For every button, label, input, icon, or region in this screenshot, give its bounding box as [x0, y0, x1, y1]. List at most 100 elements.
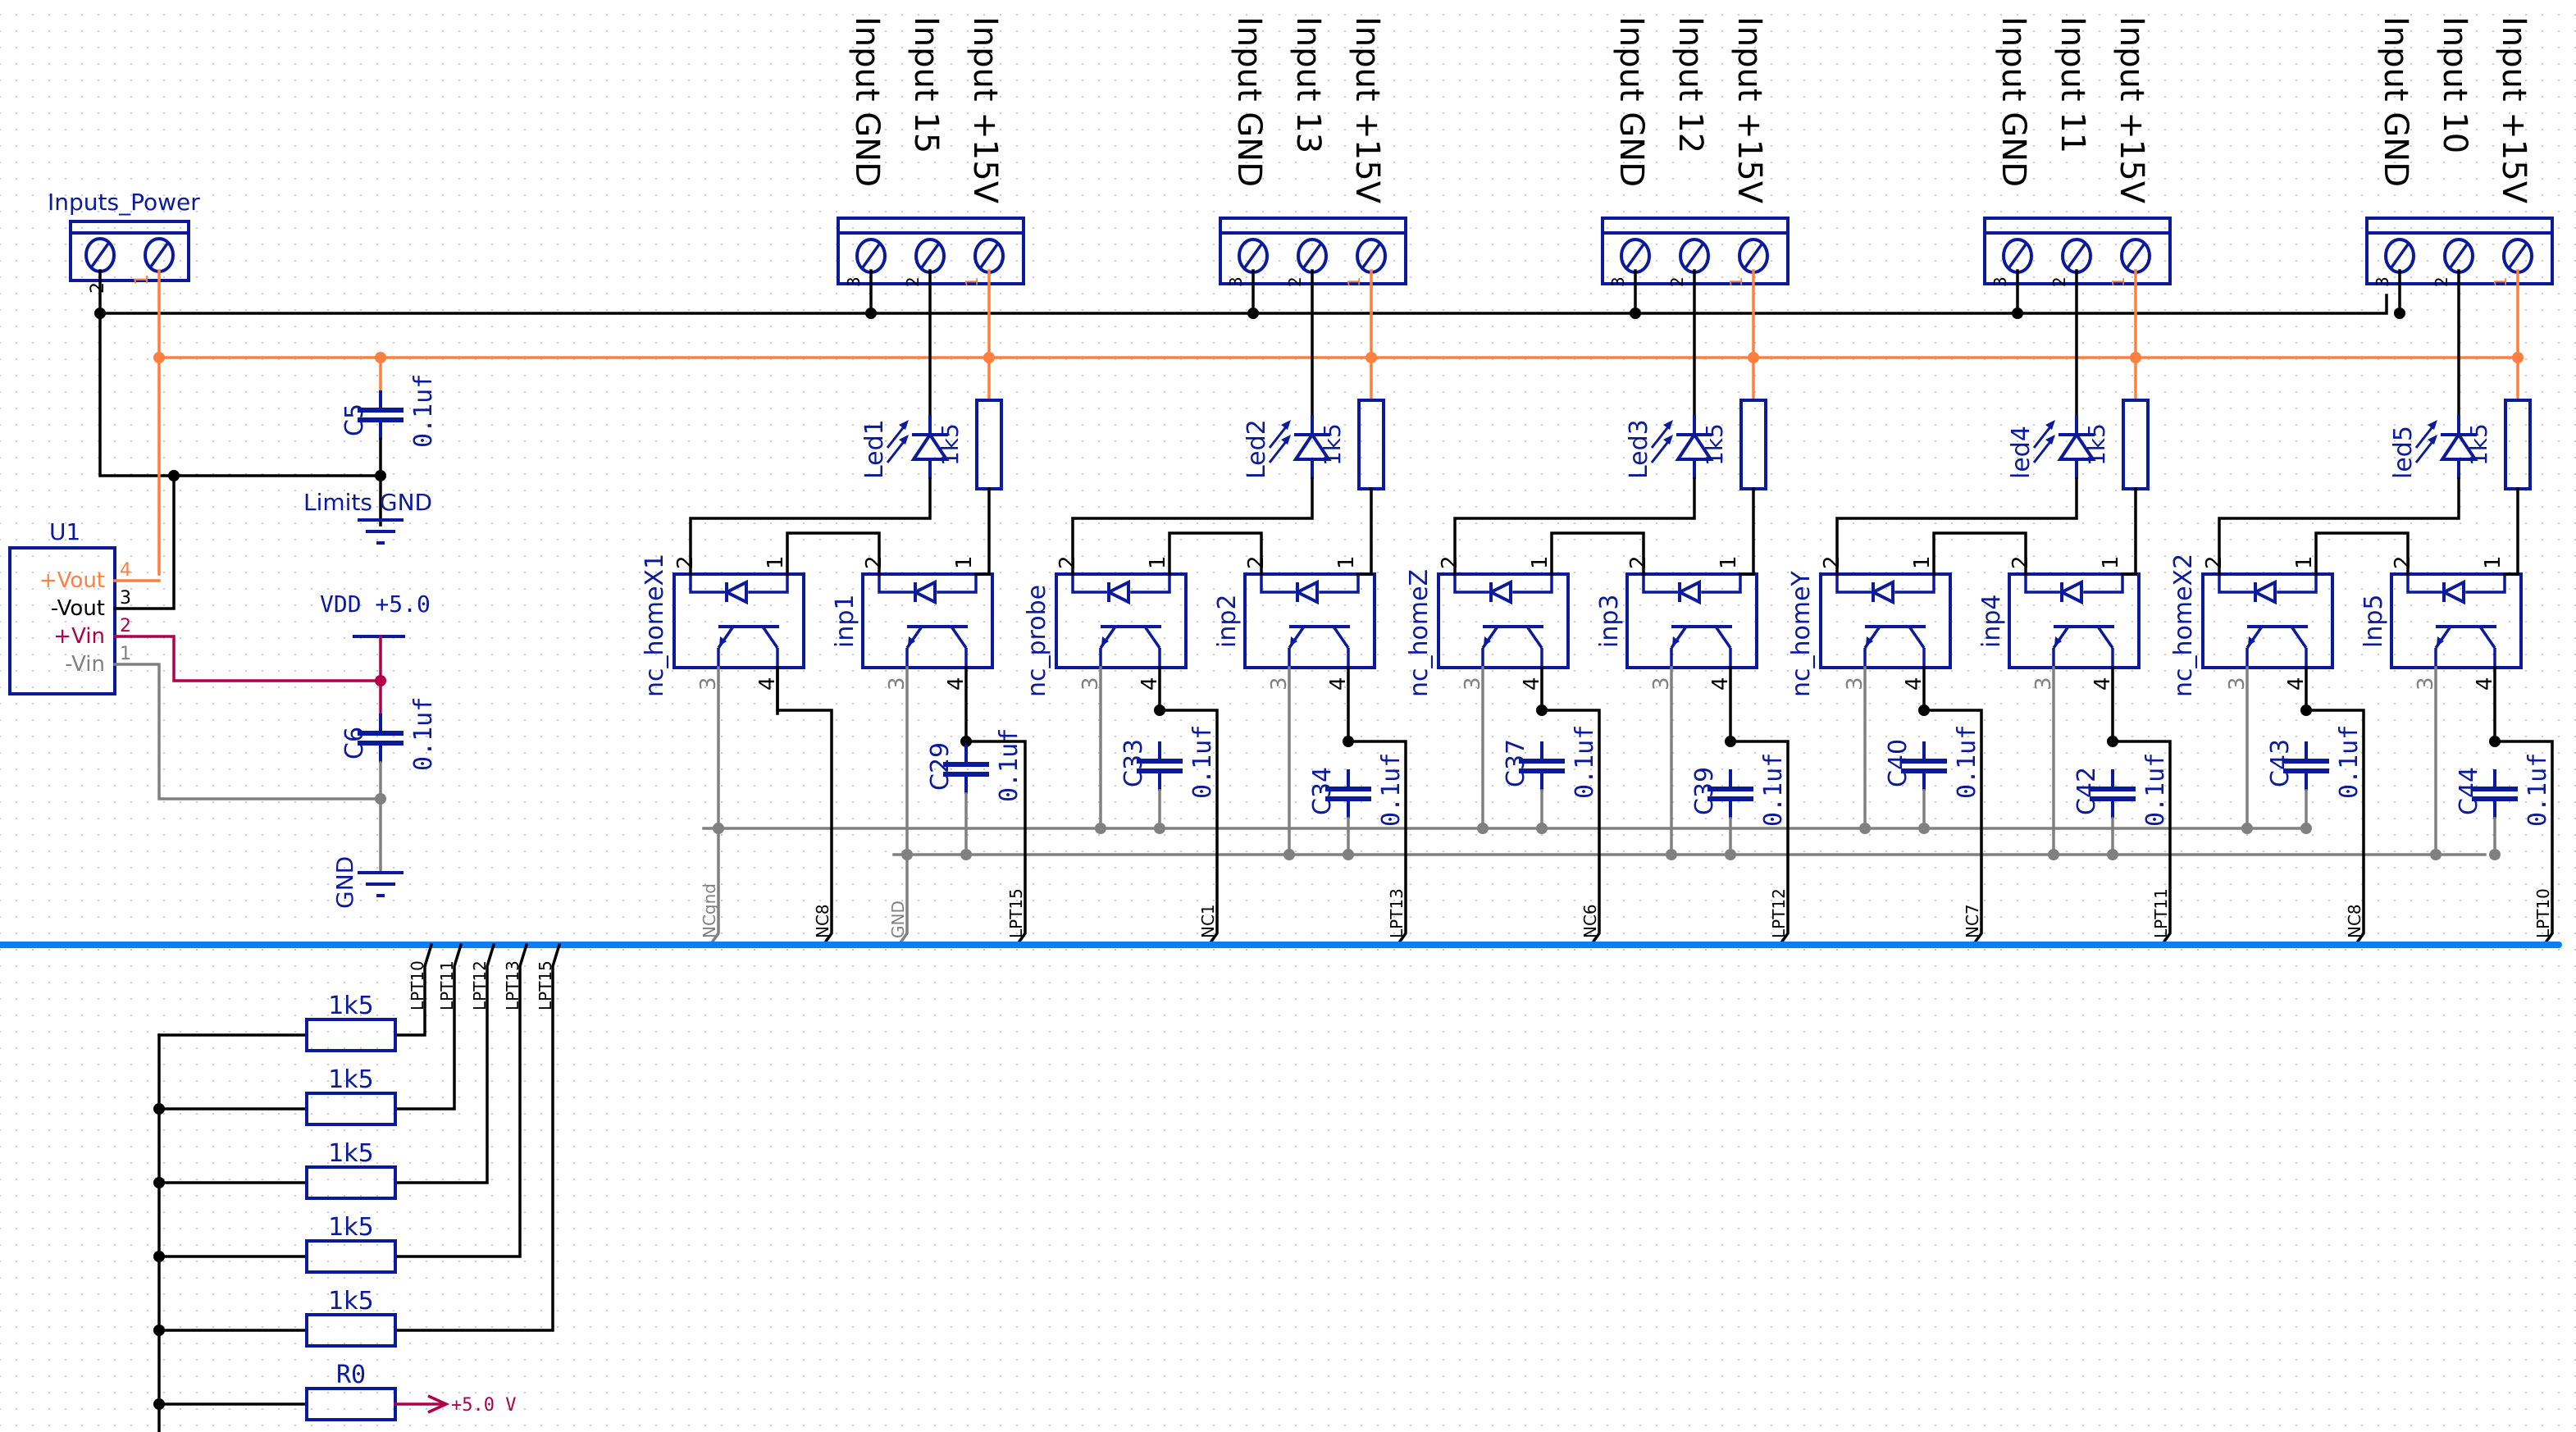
screw-terminal-icon — [2120, 238, 2151, 274]
optocoupler-body — [1437, 572, 1570, 669]
screw-slot — [149, 242, 169, 268]
pin-number: 3 — [696, 677, 721, 691]
dc-dc-converter-body — [8, 546, 116, 695]
emitter-arrow-icon — [2054, 636, 2062, 646]
pin-number: 2 — [120, 616, 131, 636]
opto-diode-wire — [2083, 572, 2124, 594]
pin-number: 1 — [1726, 276, 1746, 287]
arrow-head — [2428, 420, 2437, 430]
pin-number: 3 — [1461, 677, 1485, 691]
bus-net-label: NC1 — [1198, 904, 1218, 938]
light-arrow-icon — [2414, 420, 2437, 463]
resistor-body — [2122, 399, 2150, 490]
junction-dot — [375, 793, 386, 805]
led-ref: Led3 — [1625, 419, 1653, 479]
opto-diode-wire — [878, 572, 914, 594]
opto-diode-icon — [2251, 579, 2277, 605]
junction-dot — [2241, 823, 2253, 834]
resistor-value: 1k5 — [2083, 423, 2110, 466]
pin-number: 4 — [120, 560, 131, 581]
opto-diode-icon — [911, 579, 937, 605]
wire-nc — [1540, 709, 1601, 947]
bus-net-label: LPT11 — [2151, 888, 2171, 938]
resistor-1k5 — [2504, 399, 2532, 490]
resistor-body — [305, 1387, 397, 1421]
pin-number: 3 — [1843, 677, 1867, 691]
junction-dot — [1247, 308, 1259, 319]
screw-terminal-icon — [144, 237, 175, 273]
resistor-1k5 — [305, 1313, 397, 1348]
junction-dot — [2012, 308, 2023, 319]
bus-net-label: NC6 — [1580, 904, 1600, 938]
capacitor-value: 0.1uf — [1759, 753, 1788, 827]
ground-symbol — [358, 871, 403, 897]
pin-number: 2 — [1285, 276, 1305, 287]
capacitor-ref: C44 — [2455, 767, 2483, 815]
emitter-arrow-icon — [2437, 636, 2444, 646]
pin-number: 1 — [1717, 555, 1741, 569]
resistor-body — [305, 1165, 397, 1200]
pin-number: 2 — [2049, 276, 2069, 287]
opto-diode-wire — [1319, 572, 1360, 594]
wire-vdd — [113, 635, 382, 682]
screw-terminal-icon — [2443, 238, 2474, 274]
junction-dot — [1748, 352, 1759, 363]
screw-slot — [90, 242, 110, 268]
light-arrow-icon — [1268, 420, 1291, 463]
pin-name: -Vin — [65, 652, 105, 677]
wire-lpt10 — [394, 942, 434, 1037]
screw-terminal-icon — [1620, 238, 1651, 274]
screw-terminal-icon — [1238, 238, 1269, 274]
phototransistor-collector — [950, 626, 968, 649]
arrow-head — [2045, 435, 2055, 445]
pin-name: -Vout — [51, 596, 105, 621]
screw-slot — [1361, 243, 1381, 269]
pin-number: 1 — [2491, 276, 2510, 287]
light-arrow-icon — [886, 420, 909, 463]
resistor-1k5 — [305, 1018, 397, 1052]
emitter-arrow-icon — [719, 636, 727, 646]
capacitor-ref: C39 — [1690, 767, 1719, 815]
arrow-shaft — [2032, 439, 2054, 463]
emitter-arrow-icon — [1290, 636, 1297, 646]
pin-number: 1 — [2292, 555, 2317, 569]
connector-label: Input 11 — [2054, 16, 2091, 153]
optocoupler-body — [861, 572, 994, 669]
pin-number: 1 — [2109, 276, 2128, 287]
wire-lpt11 — [394, 942, 463, 1110]
opto-diode-wire — [1701, 572, 1742, 594]
resistor-body — [305, 1313, 397, 1348]
pin-number: 3 — [1990, 276, 2010, 287]
wire — [1168, 531, 1263, 576]
optocoupler-body — [1625, 572, 1758, 669]
pin-number: 1 — [120, 644, 131, 664]
bus-net-label: GND — [888, 901, 908, 938]
pin-number: 4 — [944, 677, 969, 691]
arrow-shaft — [1268, 424, 1289, 449]
bus-net-label: LPT13 — [1387, 888, 1407, 938]
wire-lpt12 — [394, 942, 496, 1184]
junction-dot — [153, 1177, 165, 1188]
phototransistor-collector — [1908, 626, 1926, 649]
screw-terminal-icon — [84, 237, 116, 273]
pin-number: 4 — [1138, 677, 1162, 691]
capacitor-value: 0.1uf — [2335, 725, 2364, 799]
pin-number: 3 — [1226, 276, 1246, 287]
opto-diode-icon — [1676, 579, 1701, 605]
optocoupler-ref: nc_probe — [1023, 585, 1051, 697]
junction-dot — [1859, 823, 1871, 834]
arrow-head — [2428, 435, 2437, 445]
led-ref: led5 — [2389, 426, 2418, 479]
emitter-arrow-icon — [2248, 636, 2255, 646]
wire — [113, 474, 176, 610]
